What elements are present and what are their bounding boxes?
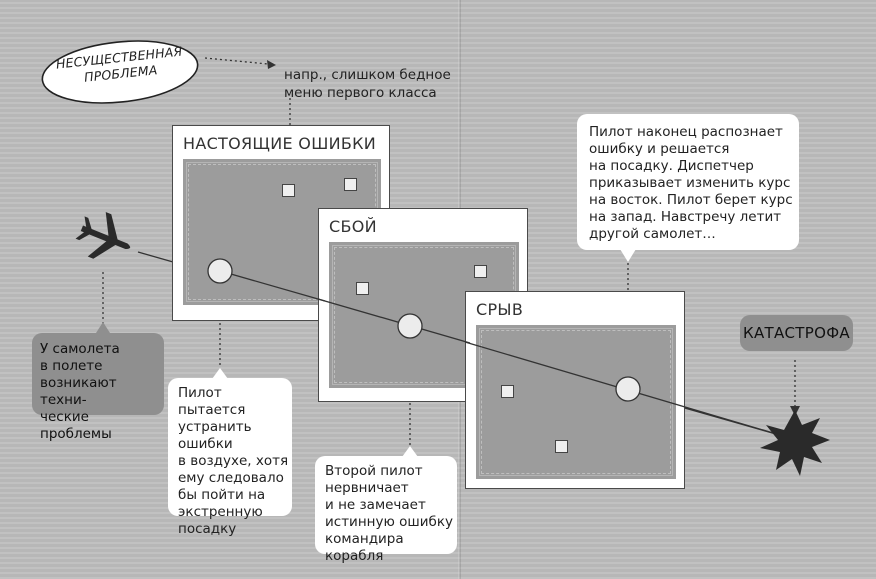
tag-example-line-2: меню первого класса [284,85,437,101]
tag-arrowhead [267,60,276,69]
note-line: Пилот наконец распознает [589,124,783,140]
tag-example-line-1: напр., слишком бедное [284,67,451,83]
note-line: командира корабля [325,531,404,564]
error-square [474,265,487,278]
error-square [344,178,357,191]
note-line: экстренную [178,504,263,520]
note-line: У самолета [40,341,120,357]
note-line: другой самолет… [589,226,716,242]
catastrophe-label: КАТАСТРОФА [740,315,853,351]
note-line: посадку [178,521,237,537]
note-line: на восток. Пилот берет курс [589,192,793,208]
error-square [555,440,568,453]
note-copilot: Второй пилот нервничает и не замечает ис… [315,456,457,564]
note-plane-problems: У самолета в полете возникают техни- чес… [32,333,164,442]
note-line: устранить ошибки [178,419,252,452]
catastrophe-text: КАТАСТРОФА [743,323,850,342]
aircraft-position-2 [397,313,423,339]
error-square [501,385,514,398]
tag-example: напр., слишком бедное меню первого класс… [284,66,451,102]
note-line: ческие проблемы [40,409,112,442]
note-line: в полете [40,358,103,374]
note-line: Пилот пытается [178,385,246,418]
panel-breakdown: СРЫВ [465,291,685,489]
note-line: возникают техни- [40,375,117,408]
panel-title-real-errors: НАСТОЯЩИЕ ОШИБКИ [183,134,377,153]
connector-tag-arrow [204,57,269,65]
note-line: Второй пилот [325,463,423,479]
note-line: на запад. Навстречу летит [589,209,782,225]
aircraft-position-3 [615,376,641,402]
aircraft-position-1 [207,258,233,284]
note-pilot-tries: Пилот пытается устранить ошибки в воздух… [168,378,292,537]
panel-title-breakdown: СРЫВ [476,300,524,319]
panel-title-failure: СБОЙ [329,217,377,236]
note-line: ему следовало [178,470,284,486]
note-pilot-recognizes: Пилот наконец распознает ошибку и решает… [577,114,799,250]
note-line: нервничает [325,480,409,496]
panel-inner-breakdown [476,325,676,479]
note-line: ошибку и решается [589,141,730,157]
note-line: приказывает изменить курс [589,175,791,191]
note-line: истинную ошибку [325,514,453,530]
error-square [356,282,369,295]
error-square [282,184,295,197]
note-line: и не замечает [325,497,426,513]
note-line: бы пойти на [178,487,266,503]
note-line: на посадку. Диспетчер [589,158,754,174]
note-line: в воздухе, хотя [178,453,289,469]
